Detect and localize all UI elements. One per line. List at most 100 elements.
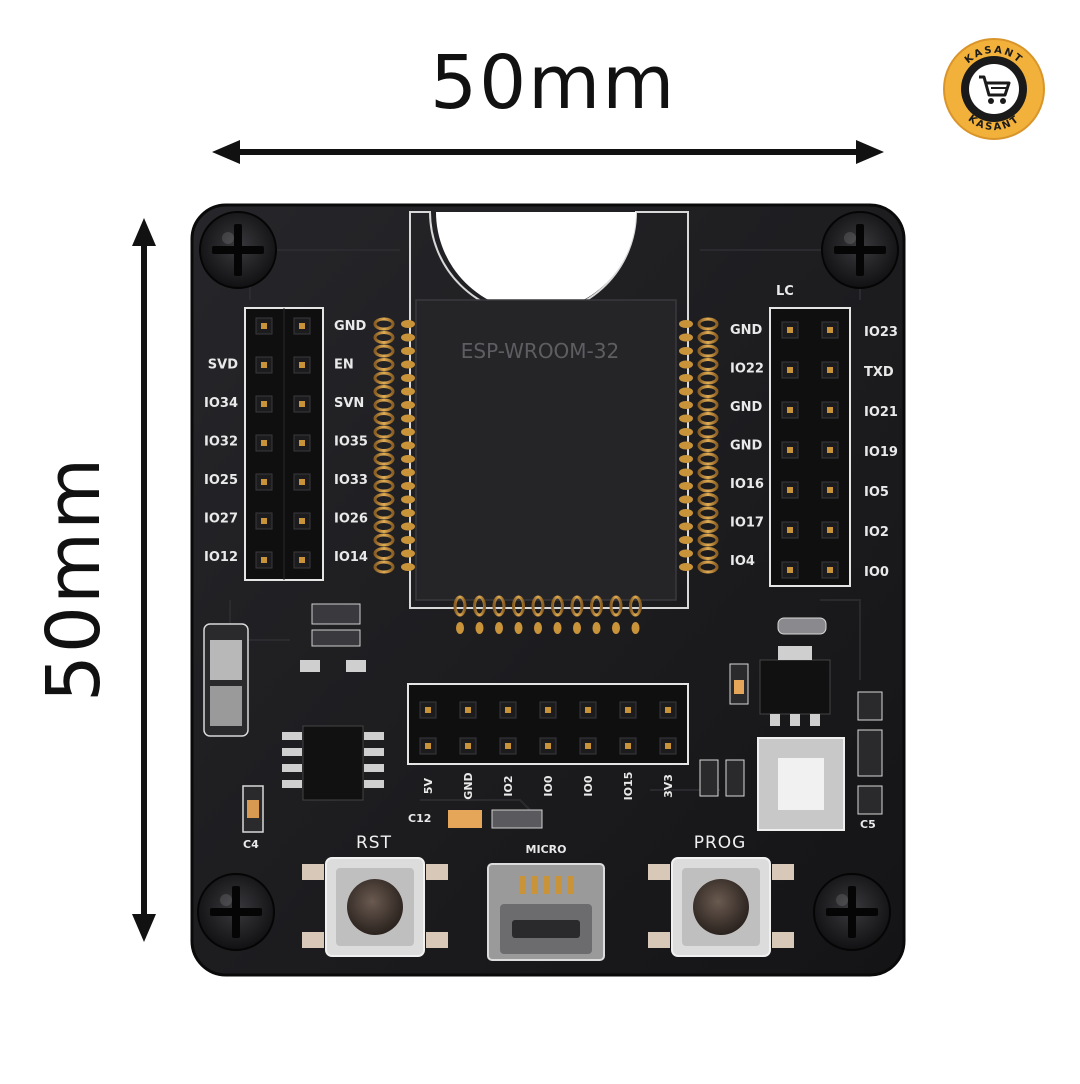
spring-pin	[373, 371, 395, 385]
smd-components	[203, 603, 883, 833]
pin-label: EN	[334, 358, 354, 373]
pin-label: IO2	[502, 775, 515, 796]
screw-slot	[856, 224, 864, 276]
spring-pin-pad	[456, 622, 464, 634]
spring-pin	[373, 520, 395, 533]
spring-pin	[373, 466, 395, 479]
spring-pin	[697, 398, 719, 412]
c12-label: C12	[408, 812, 431, 825]
spring-pin	[373, 452, 395, 466]
spring-pin	[373, 358, 395, 371]
header-pin	[505, 707, 511, 713]
header-pin	[625, 707, 631, 713]
header-pin	[261, 401, 267, 407]
spring-pin-pad	[401, 387, 415, 396]
spring-pin	[373, 493, 395, 506]
spring-pin	[697, 466, 719, 479]
pin-label: GND	[730, 323, 763, 338]
screw-slot	[232, 886, 240, 938]
spring-pin	[697, 371, 719, 385]
header-pin	[625, 743, 631, 749]
spring-pin	[570, 595, 584, 617]
right-header-sockets	[781, 321, 839, 579]
pin-label: IO19	[864, 445, 898, 460]
spring-pin	[629, 595, 642, 617]
spring-pin	[373, 331, 395, 344]
width-label: 50mm	[430, 40, 677, 126]
spring-pin	[697, 439, 719, 452]
micro-usb-port[interactable]	[487, 863, 605, 961]
spring-pin	[551, 595, 564, 617]
pin-label: IO32	[204, 435, 238, 450]
screw-slot	[234, 224, 242, 276]
header-pin	[425, 707, 431, 713]
spring-pin	[697, 452, 719, 466]
spring-pin	[697, 479, 719, 493]
spring-pin	[697, 560, 719, 574]
module-label: ESP-WROOM-32	[461, 339, 619, 363]
spring-pin-pad	[631, 622, 640, 634]
header-pin	[545, 707, 551, 713]
header-pin	[827, 367, 833, 373]
spring-pin	[697, 520, 719, 533]
rst-button[interactable]	[302, 857, 448, 957]
pin-label: GND	[730, 439, 763, 454]
pin-label: IO0	[542, 775, 555, 796]
pin-label: IO17	[730, 516, 764, 531]
pin-label: IO33	[334, 473, 368, 488]
header-pin	[827, 567, 833, 573]
pin-label: IO21	[864, 405, 898, 420]
spring-pin-pad	[679, 428, 693, 436]
spring-pin-pad	[401, 495, 415, 504]
header-pin	[299, 362, 305, 368]
spring-pin	[473, 595, 486, 617]
spring-pin-pad	[401, 347, 415, 355]
header-pin	[299, 440, 305, 446]
pin-label: IO5	[864, 485, 889, 500]
spring-pin-pad	[679, 563, 693, 571]
spring-pin	[697, 331, 719, 344]
header-pin	[261, 557, 267, 563]
pin-label: IO34	[204, 396, 238, 411]
spring-pin-pad	[401, 509, 415, 517]
spring-pin-pad	[679, 360, 693, 369]
spring-pin-pad	[401, 482, 415, 490]
header-pin	[465, 743, 471, 749]
spring-pin	[697, 533, 719, 547]
spring-pin-pad	[401, 374, 415, 382]
spring-pin-pad	[573, 622, 581, 634]
pin-label: IO26	[334, 512, 368, 527]
spring-pin-pad	[401, 549, 415, 558]
spring-pin	[697, 358, 719, 371]
prog-button[interactable]	[648, 857, 794, 957]
spring-pin	[492, 595, 506, 617]
spring-pins	[373, 317, 719, 634]
spring-pin-pad	[553, 622, 562, 634]
pin-label: IO4	[730, 554, 755, 569]
pin-label: IO23	[864, 325, 898, 340]
spring-pin	[697, 506, 719, 520]
header-pin	[827, 527, 833, 533]
spring-pin-pad	[679, 387, 693, 396]
header-pin	[261, 479, 267, 485]
spring-pin-pad	[401, 455, 415, 463]
c4-label: C4	[243, 838, 259, 851]
cart-icon	[979, 75, 1011, 104]
spring-pin-pad	[679, 374, 693, 382]
spring-pin	[512, 595, 525, 617]
spring-pin-pad	[495, 622, 503, 634]
pin-label: SVN	[334, 396, 364, 411]
module-socket: ESP-WROOM-32	[409, 211, 689, 609]
pin-label: GND	[334, 319, 367, 334]
screw-highlight	[844, 232, 856, 244]
left-header-sockets	[255, 317, 311, 569]
pin-label: IO22	[730, 362, 764, 377]
pin-label: SVD	[208, 358, 238, 373]
header-pin	[505, 743, 511, 749]
spring-pin	[609, 595, 623, 617]
pin-label: IO12	[204, 550, 238, 565]
header-pin	[261, 440, 267, 446]
height-dimension-arrow	[132, 218, 156, 942]
